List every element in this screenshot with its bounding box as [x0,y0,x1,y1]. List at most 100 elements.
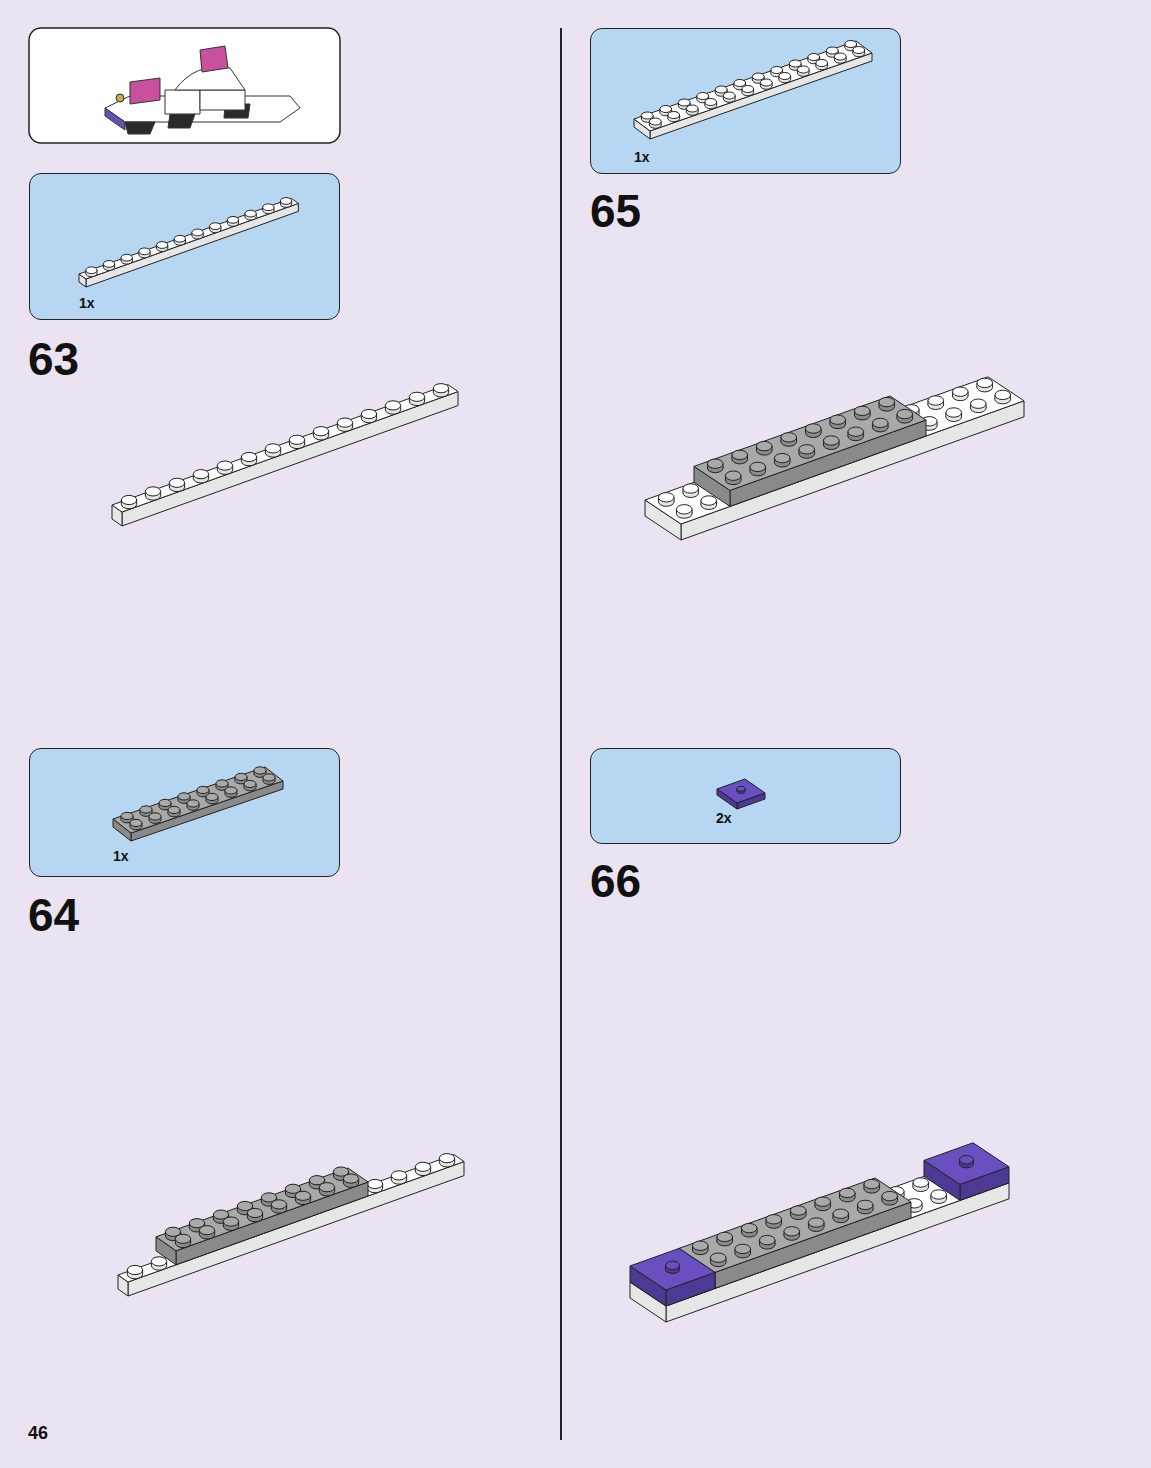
stud [313,427,328,436]
subassembly-picture [105,46,300,134]
stud [717,1232,733,1241]
stud [409,392,424,401]
part-quantity: 1x [79,295,95,311]
stud [678,99,690,106]
stud [223,1217,238,1226]
stud [676,505,692,514]
parts-callout: 1x [29,173,340,320]
plate-top [634,41,872,131]
step-number: 63 [28,336,79,382]
stud [210,223,221,230]
stud [145,487,160,496]
stud [683,484,699,493]
stud [127,1265,142,1274]
stud [665,1261,679,1269]
stud [289,435,304,444]
stud [779,72,791,79]
stud [830,415,846,424]
stud [121,812,133,819]
plate-side [176,1182,368,1265]
stud [725,471,741,480]
stud [337,418,352,427]
stud [697,92,709,99]
stud [834,53,846,60]
parts-callout: 2x [590,748,901,844]
stud [790,1206,806,1215]
plate-side [122,392,458,526]
stud [157,242,168,249]
stud [781,433,797,442]
column-divider [560,28,562,1440]
stud [959,1156,973,1164]
stud [245,210,256,217]
parts-callout: 1x [590,28,901,174]
stud [732,450,748,459]
stud [225,787,237,794]
stud [199,1226,214,1235]
part-quantity: 2x [716,810,732,826]
stud [735,1244,751,1253]
stud [295,1191,310,1200]
stud [897,409,913,418]
stud [254,767,266,774]
stud [140,806,152,813]
stud [833,1209,849,1218]
stud [193,470,208,479]
plate-side [650,53,872,139]
stud [808,1218,824,1227]
part-quantity: 1x [113,848,129,864]
plate-side [86,203,298,287]
stud [139,248,150,255]
stud [192,229,203,236]
stud [319,1183,334,1192]
stud [206,793,218,800]
stud [734,79,746,86]
stud [86,267,97,274]
plate-top [112,385,458,512]
stud [263,774,275,781]
stud [660,105,672,112]
plate-top [630,1159,1009,1306]
stud [151,1257,166,1266]
step-number: 65 [590,188,641,234]
stud [415,1162,430,1171]
stud [848,427,864,436]
stud [280,198,291,205]
part-picture [30,174,339,319]
stud [854,406,870,415]
stud [121,254,132,261]
stud [715,86,727,93]
stud [187,800,199,807]
stud [723,92,735,99]
stud [766,1215,782,1224]
part-picture [30,749,339,876]
stud [227,216,238,223]
stud [710,1253,726,1262]
stud [658,493,674,502]
plate-side [128,1162,464,1296]
stud [244,780,256,787]
stud [707,459,723,468]
page-number: 46 [28,1424,48,1442]
stud [361,409,376,418]
plate-top [630,1248,715,1290]
stud [845,40,857,47]
stud [701,496,717,505]
stud [853,46,865,53]
stud [235,773,247,780]
stud [995,390,1011,399]
stud [815,1197,831,1206]
plate-top [679,1178,911,1272]
stud [977,378,993,387]
stud [784,1227,800,1236]
stud [705,98,717,105]
stud [756,441,772,450]
stud [928,396,944,405]
stud [816,59,828,66]
stud [864,1179,880,1188]
stud [808,53,820,60]
stud [168,806,180,813]
stud [774,453,790,462]
stud [159,799,171,806]
stud [882,1191,898,1200]
